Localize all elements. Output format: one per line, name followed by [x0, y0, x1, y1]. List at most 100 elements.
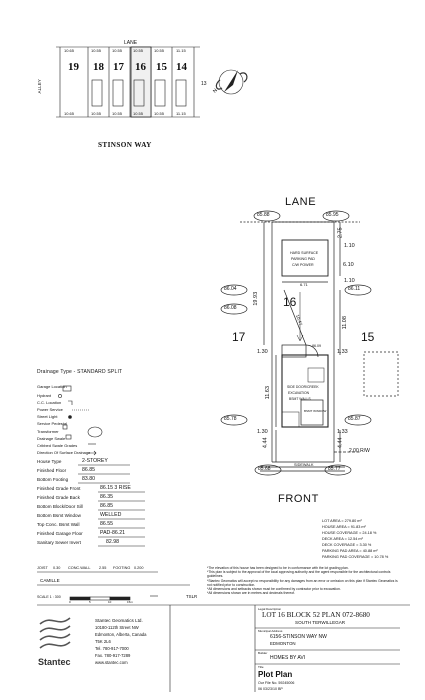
city: EDMONTON — [270, 641, 296, 646]
pad-text-1: HARD SURFACE — [290, 251, 319, 255]
row-label-bsmt-wall: Top Conc. Bsmt Wall — [37, 522, 80, 527]
house-text-1: SIDE DOOR/CREEK — [287, 385, 319, 389]
area-row: PARKING PAD COVERAGE = 10.78 % — [322, 555, 389, 559]
transformer-icon — [65, 434, 72, 440]
pin-elevation: 86.09 — [312, 344, 321, 348]
company-logo-text: Stantec — [38, 657, 71, 667]
area-row: HOUSE COVERAGE = 24.18 % — [322, 531, 377, 535]
elev-mid-left-2: 86.08 — [224, 305, 237, 311]
row-value-bsmt-window: WELLED — [100, 512, 122, 518]
dim-lower-left: 1.30 — [257, 429, 268, 435]
area-row: DECK COVERAGE = 3.30 % — [322, 543, 372, 547]
key-lane-label: LANE — [124, 40, 138, 46]
company-address-3: T5K 2L6 — [95, 639, 111, 644]
note-item: *This plan is subject to the approval of… — [207, 570, 391, 579]
dim-pad: 6.10 — [343, 262, 354, 268]
municipal-address: 6156-STINSON WAY NW — [270, 634, 327, 640]
key-top-dim: 10.55 — [112, 48, 123, 53]
row-value-grade-front: 86.15 3 RISE — [100, 485, 131, 491]
pedestal-symbol-icon — [87, 426, 103, 438]
row-value-bsmt-wall: 86.55 — [100, 521, 113, 527]
elev-mid-right: 86.11 — [348, 286, 361, 292]
street-light-icon — [68, 415, 72, 419]
dim-right-setback: 1.33 — [337, 349, 348, 355]
company-tel: Tel. 780-917-7000 — [95, 646, 129, 651]
garage-icon — [62, 385, 72, 392]
key-lot-15: 15 — [156, 61, 167, 73]
row-label-grade-front: Finished Grade Front — [37, 486, 81, 491]
key-lot-18: 18 — [93, 61, 104, 73]
legal-label: Legal Description — [258, 607, 282, 611]
legend-transformer: Transformer — [37, 429, 59, 434]
plot-lane-label: LANE — [285, 196, 317, 208]
sidewalk-label: SIDEWALK — [294, 463, 314, 467]
key-street-label: STINSON WAY — [98, 141, 152, 149]
company-address-1: 10180-112th Street NW — [95, 625, 139, 630]
row-value-house-type: 2-STOREY — [82, 458, 108, 464]
row-value-garage-floor: PAD-86.21 — [100, 530, 125, 536]
row-label-door-sill: Bottom Block/Door Sill — [37, 504, 83, 509]
elev-mid-left-1: 86.04 — [224, 286, 237, 292]
company-address-2: Edmonton, Alberta, Canada — [95, 632, 147, 637]
pad-text-3: C/W POWER — [292, 263, 314, 267]
plot-plan-title: Plot Plan — [258, 670, 293, 679]
dim-pad-width: 6.71 — [300, 282, 308, 287]
joist-value: 0.30 — [53, 566, 61, 570]
key-top-dim: 10.55 — [91, 48, 102, 53]
pad-text-2: PARKING PAD — [291, 257, 316, 261]
row-label-bsmt-window: Bottom Bsmt Window — [37, 513, 81, 518]
hydrant-icon — [58, 394, 62, 398]
legend-swale: Drainage Swale — [37, 436, 66, 441]
key-bottom-dim: 10.65 — [64, 111, 75, 116]
company-name: Stantec Geomatics Ltd. — [95, 618, 143, 623]
joist-label: JOIST — [37, 566, 48, 570]
row-value-bottom-footing: 83.80 — [82, 476, 95, 482]
area-row: HOUSE AREA = 91.83 m² — [322, 525, 366, 529]
row-label-sewer-invert: Sanitary Sewer Invert — [37, 540, 81, 545]
north-arrow-icon — [215, 69, 248, 95]
key-lot-19: 19 — [68, 61, 79, 73]
company-web: www.stantec.com — [95, 660, 128, 665]
plan-date: 06 03/23/10 BP — [258, 687, 283, 691]
house-text-2: EXCAVATION — [288, 391, 310, 395]
key-lot-13: 13 — [201, 81, 207, 87]
notes-block: *The elevation of this house has been de… — [207, 566, 402, 595]
elev-bottom-left: 85.78 — [224, 416, 237, 422]
plot-lot-left: 17 — [232, 330, 246, 344]
row-value-finished-floor: 86.85 — [82, 467, 95, 473]
row-label-grade-back: Finished Grade Back — [37, 495, 80, 500]
scale-tick: 5 — [89, 600, 91, 604]
row-value-grade-back: 86.35 — [100, 494, 113, 500]
area-row: PARKING PAD AREA = 40.88 m² — [322, 549, 378, 553]
dim-left-setback: 1.30 — [257, 349, 268, 355]
note-item: *All dimensions and setbacks shown must … — [207, 587, 341, 592]
service-pedestal-icon — [62, 424, 68, 430]
builder-label: Builder — [258, 651, 268, 655]
row-label-finished-floor: Finished Floor — [37, 468, 67, 473]
scale-tick: 0 — [69, 600, 71, 604]
drainage-arrow-icon — [88, 450, 97, 456]
plot-lot-number: 16 — [283, 295, 297, 309]
elev-top-right: 85.95 — [326, 212, 339, 218]
legend-cc-location: C.C. Location — [37, 400, 62, 405]
dim-top-2: 1.10 — [344, 243, 355, 249]
dim-row: 2.00 R/W — [349, 448, 370, 454]
drainage-title: Drainage Type - STANDARD SPLIT — [37, 369, 123, 375]
conc-wall-value: 2.55 — [99, 566, 107, 570]
legend-power: Power Service — [37, 407, 63, 412]
dim-lower-right: 1.33 — [337, 429, 348, 435]
house-small-text: BSMT WINDOW — [304, 409, 327, 413]
key-lot-17: 17 — [113, 61, 124, 73]
footing-label: FOOTING — [113, 566, 131, 570]
dim-mid: 1.10 — [344, 278, 355, 284]
cc-location-icon — [68, 400, 73, 405]
note-item: *All dimensions shown are in metres and … — [207, 591, 296, 596]
legend-hydrant: Hydrant — [37, 393, 52, 398]
title-label: Title — [258, 665, 264, 669]
row-label-garage-floor: Finished Garage Floor — [37, 531, 83, 536]
key-lot-16: 16 — [135, 61, 146, 73]
